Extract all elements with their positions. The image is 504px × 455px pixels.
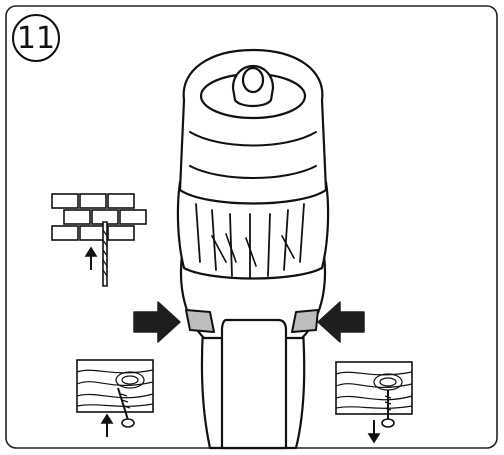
arrow-left-icon [317,301,365,343]
brick-wall-icon [51,193,147,287]
right-release-button [291,309,319,333]
step-badge-circle [12,14,60,62]
drill-illustration [176,48,330,450]
arrow-right-icon [133,301,181,343]
step-number: 11 [16,20,56,56]
left-release-button [185,309,215,333]
wood-screw-out-icon [335,361,413,444]
wood-screw-in-icon [76,359,154,437]
mode-selector [220,318,288,450]
